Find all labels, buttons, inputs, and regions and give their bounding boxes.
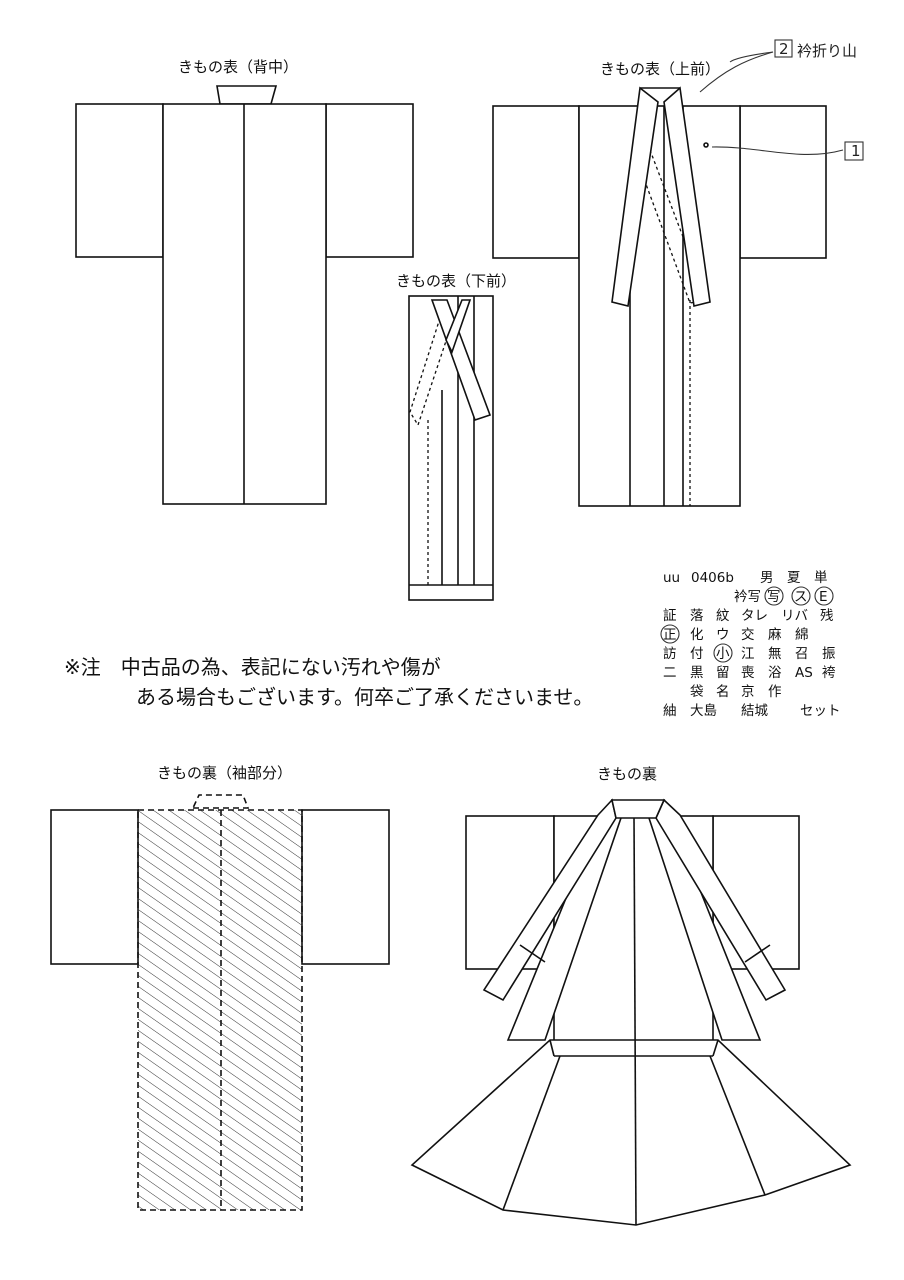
upper-front-right-sleeve (739, 105, 827, 259)
circle-mark (814, 586, 834, 606)
code-cell: uu (663, 570, 680, 586)
code-cell: 交 (741, 626, 755, 643)
code-cell: 化 (690, 627, 704, 643)
upper-front-collar-band (663, 86, 711, 307)
code-cell: ウ (716, 627, 730, 643)
code-cell: 喪 (741, 665, 755, 681)
callout-2-leader (729, 51, 774, 63)
code-cell: 単 (814, 570, 828, 586)
lower-front-view (408, 295, 494, 601)
code-cell: 浴 (768, 665, 782, 681)
lining-open-seam (549, 1039, 555, 1057)
callout-1-number: 1 (851, 142, 861, 160)
code-cell: 江 (741, 646, 755, 662)
code-cell: 証 (663, 608, 677, 624)
callouts: 2 衿折り山 1 (699, 39, 864, 161)
callout-2-text: 衿折り山 (797, 42, 857, 60)
code-cell: 召 (795, 646, 809, 662)
code-cell: 大島 (690, 703, 717, 719)
back-view-label: きもの表（背中） (178, 58, 298, 76)
lining-open-collar-joint (744, 944, 771, 963)
code-cell: 作 (768, 684, 782, 700)
code-cell: 無 (768, 646, 782, 662)
code-block: uu 0406b 男 夏 単 衿写 写 ス E 証 落 紋 タレ リバ 残 正 … (660, 570, 841, 719)
lining-open-view (410, 798, 852, 1226)
upper-front-collar-band (611, 86, 659, 307)
code-cell: 付 (690, 646, 704, 662)
notice-line-2: ある場合もございます。何卒ご了承くださいませ。 (136, 685, 593, 709)
code-cell: ス (794, 589, 808, 605)
lower-front-collar-band (445, 299, 472, 355)
code-cell: 綿 (795, 627, 809, 643)
notice-line-1: ※注 中古品の為、表記にない汚れや傷が (64, 655, 441, 679)
code-cell: 訪 (663, 646, 677, 662)
back-left-sleeve (75, 103, 164, 258)
code-cell: 振 (822, 646, 836, 662)
code-cell: 落 (690, 608, 704, 624)
code-cell: 正 (663, 627, 677, 643)
lower-front-collar-dashed (409, 317, 449, 427)
circle-mark (764, 586, 784, 606)
callout-2-number: 2 (779, 40, 789, 58)
code-cell: 小 (716, 646, 730, 662)
code-cell: 二 (663, 665, 677, 681)
code-cell: 黒 (690, 665, 704, 681)
code-cell: 袴 (822, 665, 836, 681)
lining-open-collar-joint (519, 944, 546, 963)
upper-front-left-sleeve (492, 105, 580, 259)
code-cell: AS (795, 665, 813, 681)
lower-front-collar-band (430, 299, 492, 422)
code-cell: 結城 (741, 703, 769, 719)
code-cell: 衿写 (734, 589, 761, 605)
callout-2-box (774, 39, 793, 58)
lining-open-left-collar (482, 798, 617, 1002)
code-cell: 名 (716, 684, 730, 700)
lining-collar-dashed (191, 794, 250, 809)
upper-front-body (578, 105, 741, 507)
back-right-sleeve (325, 103, 414, 258)
code-cell: リバ (781, 608, 808, 624)
code-cell: 夏 (787, 570, 801, 586)
circle-mark (791, 586, 811, 606)
code-cell: 残 (820, 608, 834, 624)
code-cell: タレ (741, 608, 768, 624)
lining-open-seam (633, 815, 637, 1226)
circle-mark (713, 643, 733, 663)
upper-front-view (492, 86, 827, 507)
lining-open-seam (709, 1055, 766, 1196)
crest-mark (703, 142, 709, 148)
lining-sleeve-label: きもの裏（袖部分） (157, 764, 292, 782)
code-cell: 紬 (663, 703, 677, 719)
lining-open-seam (502, 1055, 561, 1211)
code-cell: セット (800, 703, 841, 719)
lining-right-sleeve (301, 809, 390, 965)
lining-left-sleeve (50, 809, 139, 965)
code-cell: 男 (760, 570, 774, 586)
back-collar (216, 85, 278, 105)
lining-open-skirt (410, 1039, 852, 1226)
code-cell: 0406b (691, 570, 734, 586)
lining-hatched-body (138, 810, 302, 1210)
code-cell: E (819, 589, 828, 605)
lower-front-label: きもの表（下前） (396, 272, 516, 290)
lining-open-collar-top (611, 799, 666, 819)
circle-mark (660, 624, 680, 644)
lining-sleeve-view (50, 794, 390, 1211)
lining-open-seam (712, 1039, 719, 1057)
code-cell: 京 (741, 684, 755, 700)
code-cell: 袋 (690, 684, 704, 700)
upper-front-label: きもの表（上前） (600, 60, 720, 78)
lining-label: きもの裏 (597, 765, 657, 783)
callout-1-box (844, 141, 864, 161)
callout-1-leader (711, 146, 844, 156)
lining-open-left-sleeve (465, 815, 555, 970)
code-cell: 写 (767, 589, 781, 605)
code-cell: 紋 (716, 608, 730, 624)
callout-2-leader (699, 51, 774, 93)
code-cell: 麻 (768, 627, 782, 643)
back-view (75, 85, 414, 505)
code-cell: 留 (716, 665, 730, 681)
lining-body-outline (137, 809, 303, 1211)
